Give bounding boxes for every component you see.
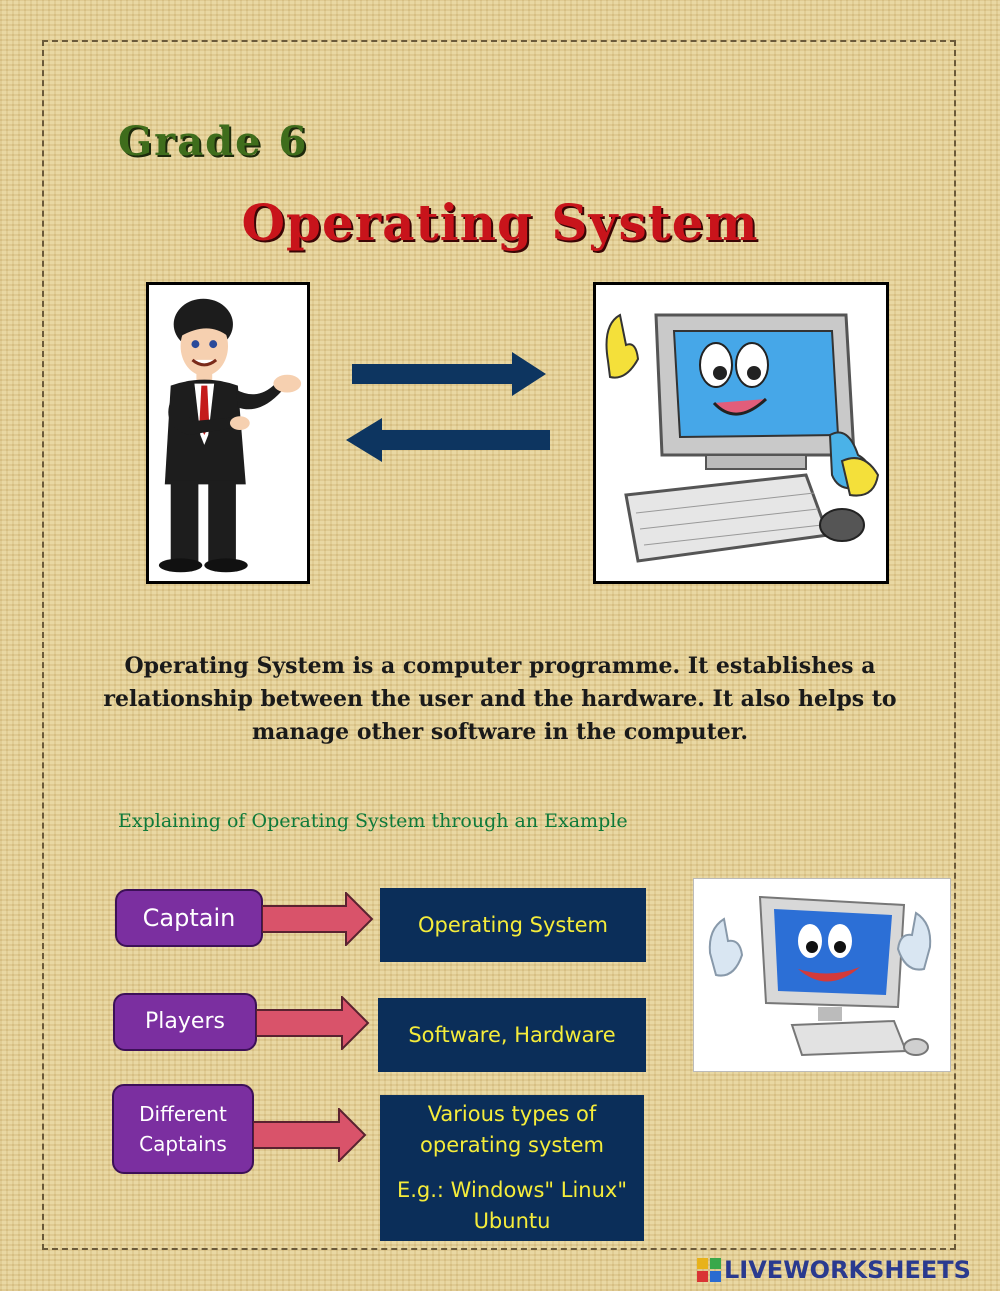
- operating-system-box: Operating System: [380, 888, 646, 962]
- various-os-line-3: E.g.: Windows" Linux": [396, 1178, 627, 1202]
- arrow-left-icon: [346, 418, 550, 462]
- liveworksheets-logo-icon: [697, 1258, 721, 1282]
- different-captains-label: Different Captains: [112, 1084, 254, 1174]
- businessman-image: [146, 282, 310, 584]
- arrow-right-icon: [352, 352, 546, 396]
- brand-text: LIVEWORKSHEETS: [724, 1256, 971, 1284]
- various-os-box: Various types of operating system E.g.: …: [380, 1095, 644, 1241]
- page-title: Operating System: [241, 193, 759, 252]
- software-hardware-box: Software, Hardware: [378, 998, 646, 1072]
- brand-logo: LIVEWORKSHEETS: [697, 1256, 971, 1284]
- arrow-right-icon: [253, 1108, 367, 1162]
- computer-thumbs-up-image: [693, 878, 951, 1072]
- different-captains-line-1: Different: [139, 1102, 227, 1126]
- arrow-right-icon: [256, 996, 370, 1050]
- arrow-right-icon: [262, 892, 374, 946]
- grade-label: Grade 6: [118, 118, 309, 165]
- various-os-line-1: Various types of: [427, 1102, 597, 1126]
- various-os-line-2: operating system: [420, 1133, 604, 1157]
- example-heading: Explaining of Operating System through a…: [118, 810, 628, 832]
- players-label: Players: [113, 993, 257, 1051]
- page-border: [42, 40, 956, 1250]
- captain-label: Captain: [115, 889, 263, 947]
- various-os-line-4: Ubuntu: [473, 1209, 551, 1233]
- cartoon-computer-image: [593, 282, 889, 584]
- different-captains-line-2: Captains: [139, 1132, 227, 1156]
- description-text: Operating System is a computer programme…: [103, 653, 897, 745]
